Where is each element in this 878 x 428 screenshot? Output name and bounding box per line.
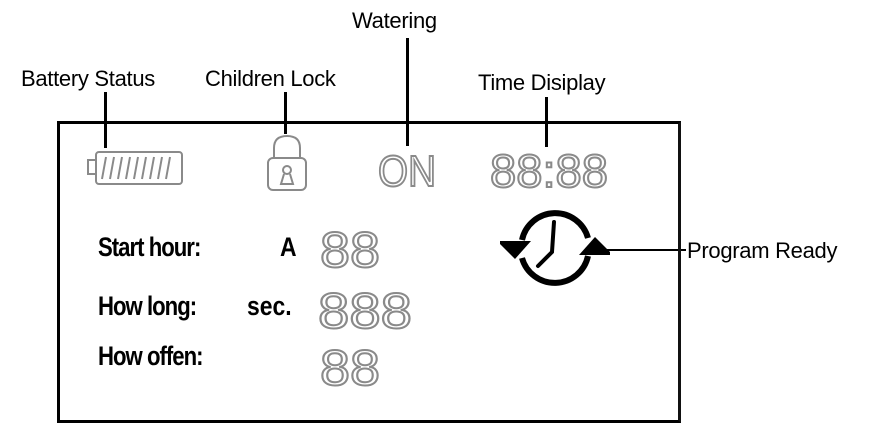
leader-program <box>604 249 686 251</box>
how-often-label: How offen: <box>98 341 204 371</box>
callout-children-lock: Children Lock <box>205 66 336 91</box>
how-long-digits-text: 888 <box>318 283 412 333</box>
how-long-label: How long: <box>98 291 197 321</box>
program-ready-icon <box>500 210 610 286</box>
leader-lock <box>284 92 287 134</box>
start-hour-unit: A <box>280 232 297 262</box>
watering-on-text: ON <box>378 147 436 192</box>
callout-time-display: Time Disiplay <box>478 70 606 95</box>
start-hour-digits: 88 <box>320 222 381 272</box>
time-display-text: 88:88 <box>490 146 608 192</box>
leader-watering <box>406 38 409 146</box>
leader-battery <box>104 92 107 148</box>
lcd-panel <box>57 121 681 423</box>
callout-battery-status: Battery Status <box>21 66 155 91</box>
callout-watering: Watering <box>352 8 437 33</box>
watering-on-indicator: ON <box>378 146 437 192</box>
how-often-digits: 88 <box>320 340 381 390</box>
how-often-digits-text: 88 <box>320 340 380 390</box>
lock-icon <box>267 134 307 191</box>
how-long-unit: sec. <box>247 291 292 321</box>
callout-program-ready: Program Ready <box>687 238 838 263</box>
start-hour-label: Start hour: <box>98 232 201 262</box>
time-display: 88:88 <box>490 146 609 192</box>
battery-icon <box>87 151 183 185</box>
how-long-digits: 888 <box>318 283 413 333</box>
start-hour-digits-text: 88 <box>320 222 380 272</box>
